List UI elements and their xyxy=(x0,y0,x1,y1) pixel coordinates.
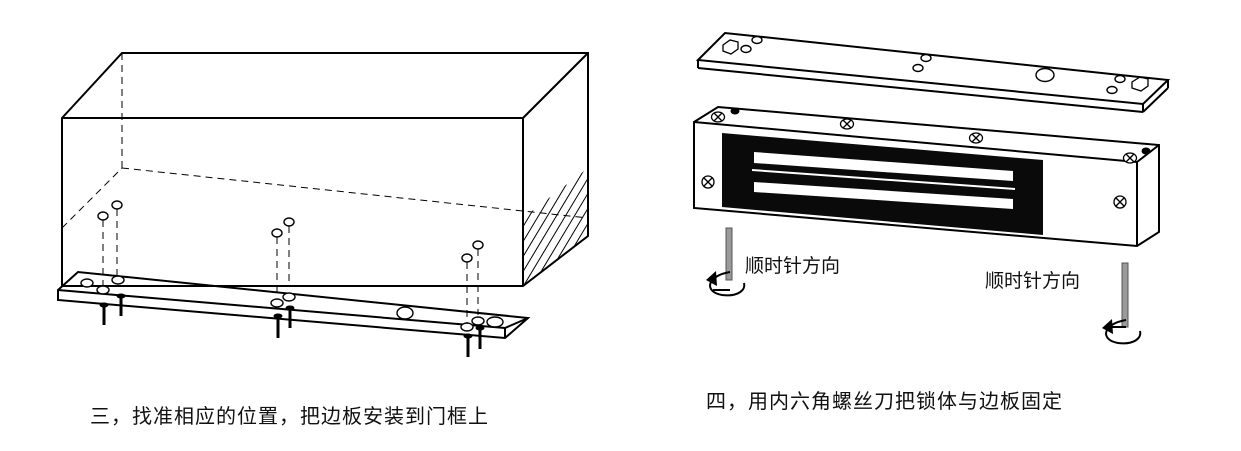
hatch-line xyxy=(577,168,588,286)
hatch-line xyxy=(550,168,588,286)
hex-key-right xyxy=(1102,262,1142,345)
top-plate xyxy=(695,31,1171,113)
hatch-line xyxy=(623,150,713,300)
step3-illustration xyxy=(57,52,731,357)
hex-key-left xyxy=(706,227,746,297)
hatch-line xyxy=(523,168,588,286)
screw xyxy=(475,325,485,349)
step3-caption: 三，找准相应的位置，把边板安装到门框上 xyxy=(90,404,489,428)
hatch-line xyxy=(523,168,588,286)
hatch-line xyxy=(586,168,588,286)
hatch-line xyxy=(523,168,561,286)
screw xyxy=(463,333,473,357)
frame-mounting-holes xyxy=(97,200,484,263)
hatch-line xyxy=(523,168,588,286)
screw xyxy=(285,305,295,328)
lock-top-screws xyxy=(710,107,1151,164)
hatch-line xyxy=(632,150,722,300)
step4-illustration xyxy=(693,31,1171,345)
screw xyxy=(99,302,109,325)
screw xyxy=(273,313,283,338)
hatch-line xyxy=(559,168,588,286)
front-screw-right xyxy=(1113,195,1127,209)
hatch-line xyxy=(614,150,704,300)
hatch-line xyxy=(596,150,686,300)
front-screw-left xyxy=(701,175,715,189)
screw xyxy=(116,293,126,316)
door-frame xyxy=(61,52,731,300)
hatch-line xyxy=(641,150,731,300)
mounting-screws xyxy=(99,293,485,357)
clockwise-label-left: 顺时针方向 xyxy=(745,255,841,277)
hatch-line xyxy=(605,150,695,300)
step4-caption: 四，用内六角螺丝刀把锁体与边板固定 xyxy=(706,389,1063,413)
hatch-line xyxy=(523,168,588,286)
side-plate xyxy=(57,270,531,340)
clockwise-label-right: 顺时针方向 xyxy=(985,270,1081,292)
lock-body xyxy=(693,105,1160,248)
hatch-line xyxy=(532,168,588,286)
